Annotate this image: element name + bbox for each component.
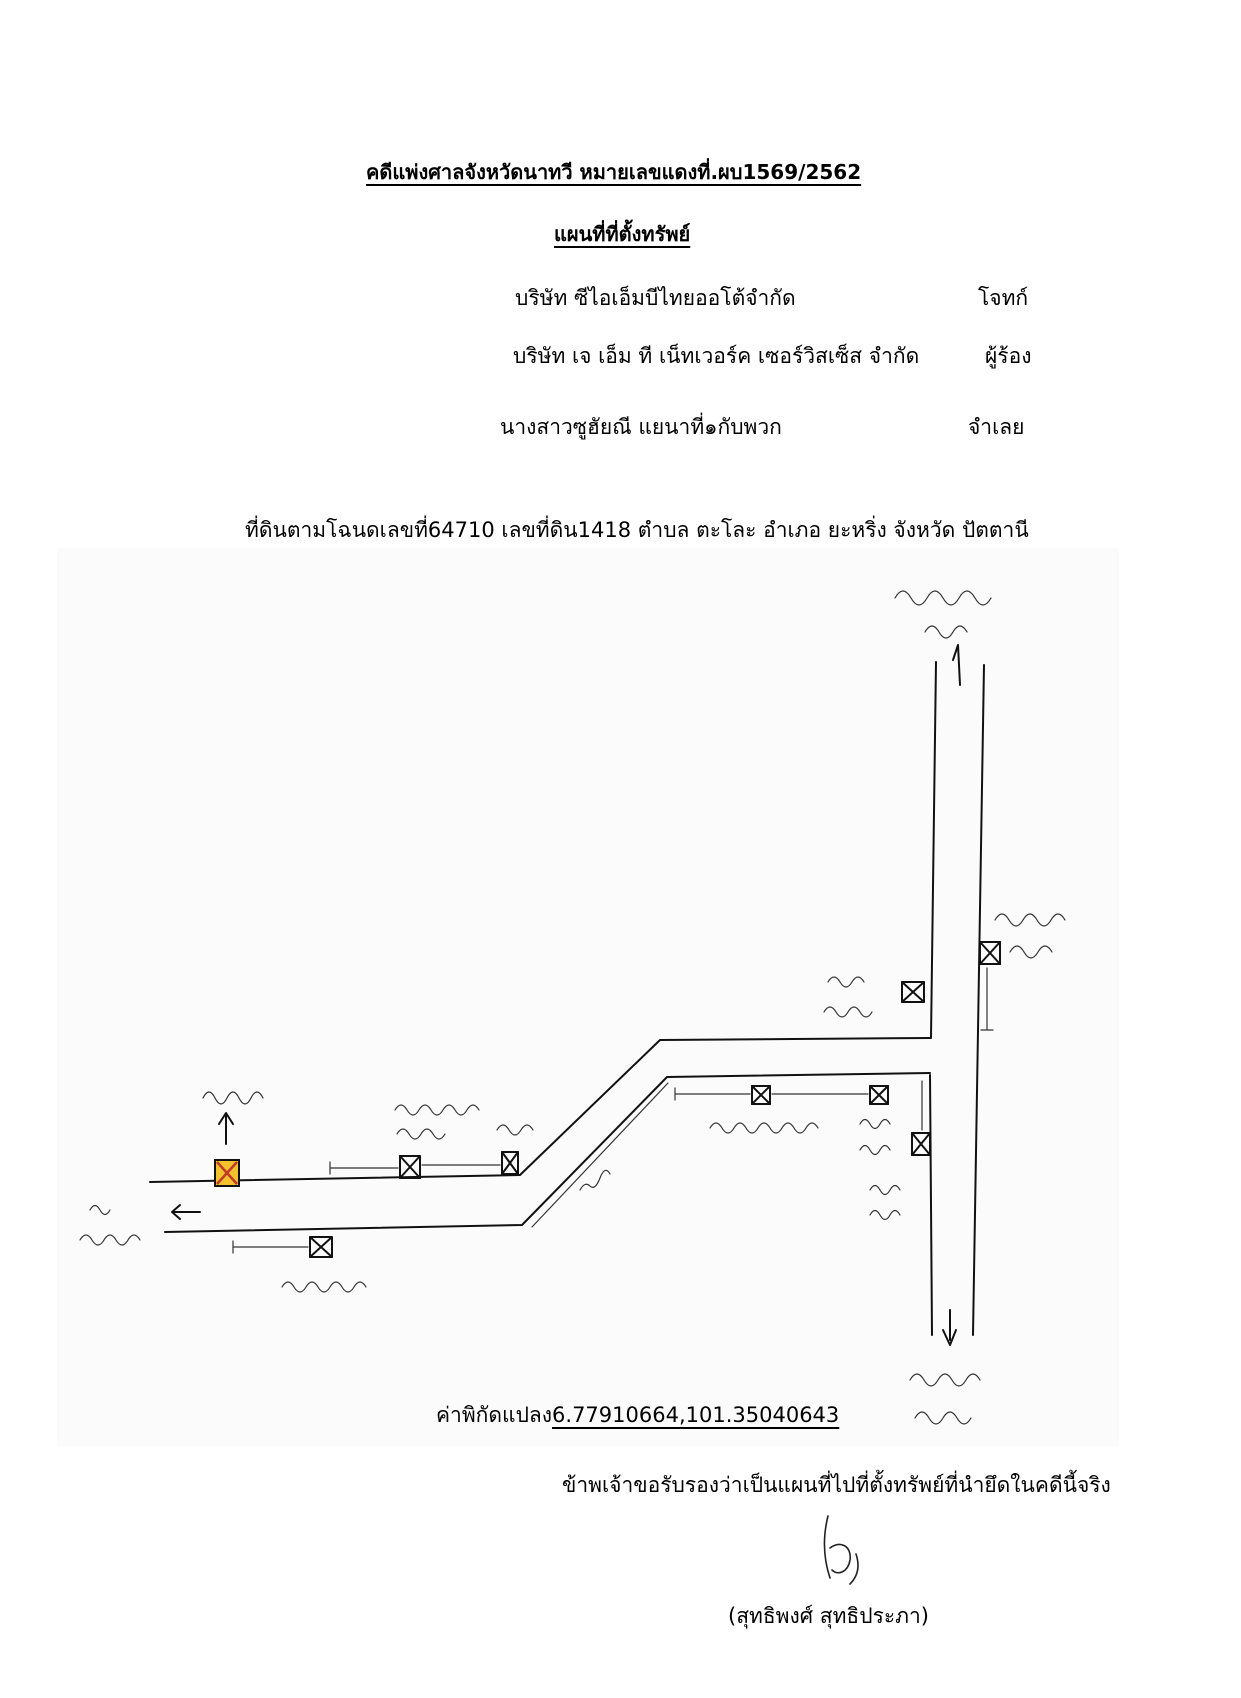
coordinates-line: ค่าพิกัดแปลง6.77910664,101.35040643 [436, 1403, 839, 1428]
road-vertical-left-south [929, 1074, 933, 1336]
plaintiff-name: บริษัท ซีไอเอ็มบีไทยออโต้จำกัด [515, 286, 796, 310]
landmark-boxes [309, 941, 1001, 1258]
petitioner-name: บริษัท เจ เอ็ม ที เน็ทเวอร์ค เซอร์วิสเซ็… [513, 344, 920, 368]
label-transformer-2 [869, 1209, 901, 1221]
label-police-south-2 [914, 1411, 972, 1425]
case-title: คดีแพ่งศาลจังหวัดนาทวี หมายเลขแดงที่.ผบ1… [366, 160, 862, 184]
property-marker-cross [216, 1161, 238, 1185]
label-mosque-south [281, 1281, 367, 1293]
arrow-west-icon [171, 1204, 201, 1220]
plaintiff-role: โจทก์ [978, 286, 1029, 310]
defendant-role: จำเลย [968, 415, 1025, 439]
label-school [709, 1122, 819, 1134]
petitioner-role: ผู้ร้อง [985, 344, 1032, 368]
coordinates-label: ค่าพิกัดแปลง [436, 1403, 553, 1427]
certification-text: ข้าพเจ้าขอรับรองว่าเป็นแผนที่ไปที่ตั้งทร… [562, 1473, 1111, 1497]
signatory-name: (สุทธิพงศ์ สุทธิประภา) [728, 1604, 929, 1628]
map-panel [57, 548, 1119, 1446]
distance-lines [232, 967, 994, 1254]
label-property [202, 1091, 264, 1105]
label-mosque-north [827, 976, 865, 988]
label-mosque-east [859, 1118, 891, 1130]
label-transformer [869, 1184, 901, 1196]
label-police-south [909, 1373, 981, 1387]
label-hospital-2 [396, 1128, 446, 1140]
signature [823, 1515, 859, 1585]
arrow-property-up-icon [218, 1112, 234, 1145]
road-vertical-left-north [930, 661, 937, 1038]
label-north-district [924, 625, 968, 639]
defendant-name: นางสาวซูฮัยณี แยนาที่๑กับพวก [500, 415, 782, 439]
label-distance-45km [579, 1169, 611, 1191]
handwritten-labels [79, 590, 1066, 1425]
label-intersection-west-2 [79, 1234, 141, 1246]
coordinates-value: 6.77910664,101.35040643 [552, 1403, 840, 1427]
road-lower-edge [164, 1072, 931, 1233]
road-vertical-right [972, 664, 985, 1336]
road-upper-edge [149, 1037, 932, 1183]
arrow-north-icon [952, 644, 961, 686]
label-police-east-2 [1009, 945, 1053, 959]
page-title: แผนที่ที่ตั้งทรัพย์ [554, 222, 691, 246]
label-mosque-north-2 [823, 1006, 873, 1018]
land-description: ที่ดินตามโฉนดเลขที่64710 เลขที่ดิน1418 ต… [245, 518, 1029, 542]
label-hospital [394, 1104, 480, 1116]
label-police-east [994, 913, 1066, 927]
label-temple [496, 1124, 534, 1136]
label-north-airport [894, 590, 992, 606]
arrow-south-icon [942, 1309, 957, 1346]
label-intersection-west [89, 1204, 111, 1216]
label-mosque-east-2 [859, 1144, 891, 1156]
